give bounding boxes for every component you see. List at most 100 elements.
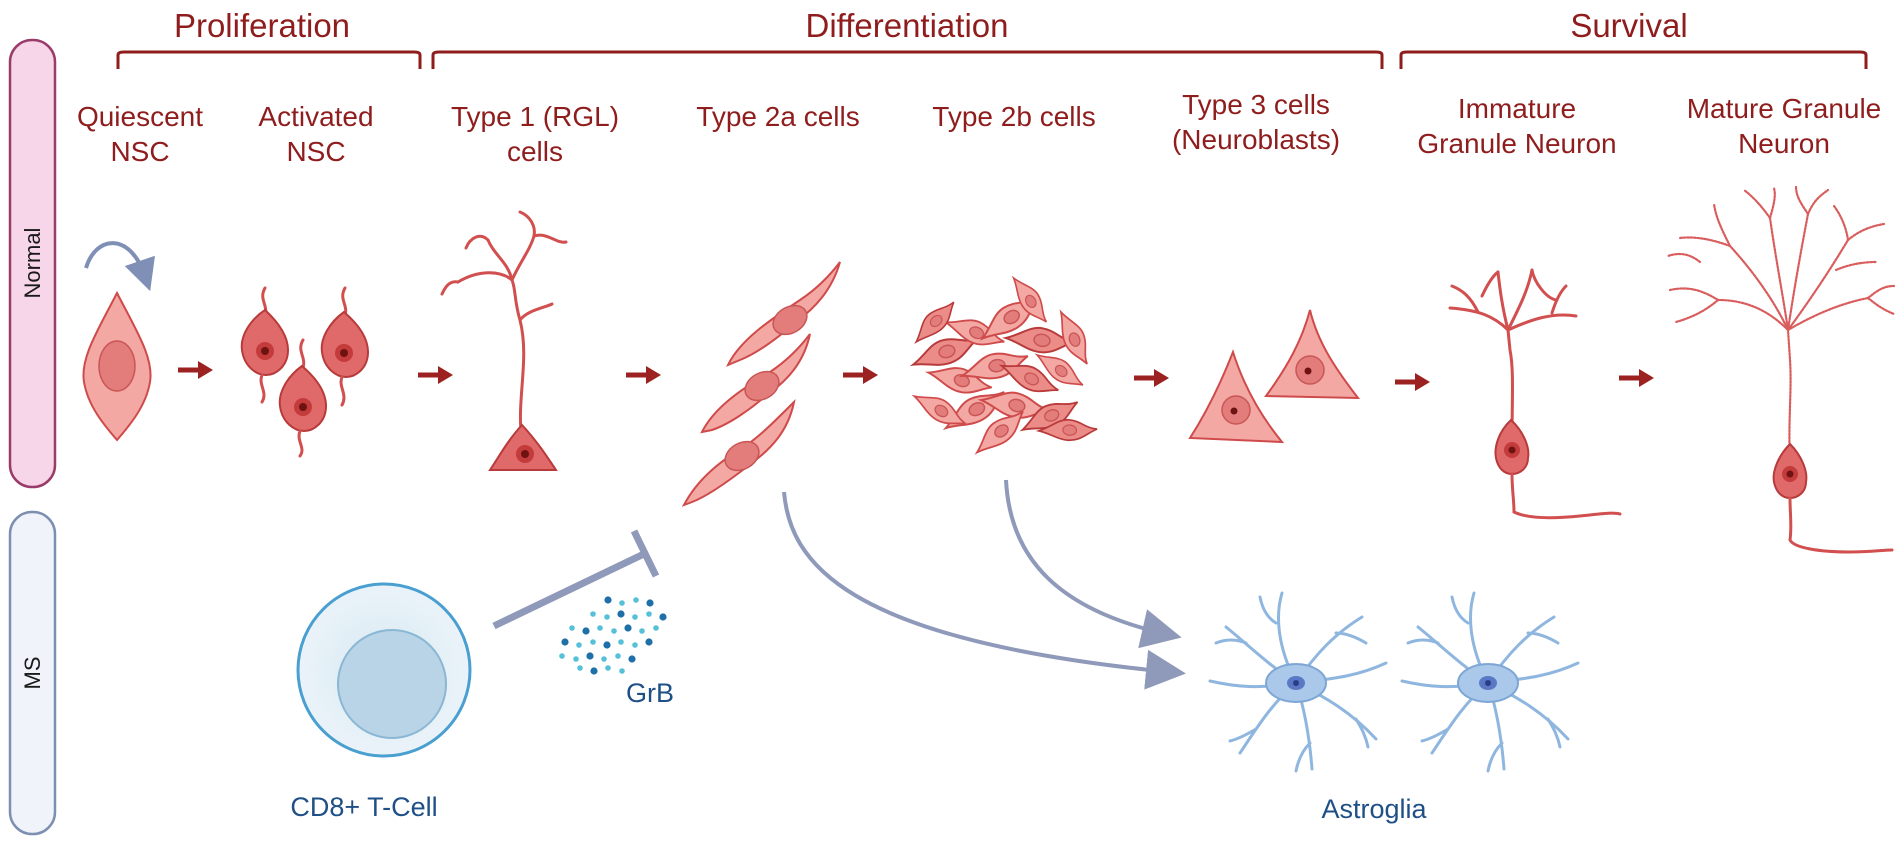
flow-arrow-icon bbox=[1004, 479, 1182, 649]
row-ms-label: MS bbox=[20, 657, 45, 690]
type2b-cell bbox=[911, 394, 967, 425]
label-astroglia: Astroglia bbox=[1321, 794, 1427, 824]
stage-labels: Quiescent NSC Activated NSC Type 1 (RGL)… bbox=[77, 89, 1881, 167]
astroglia-cell-1 bbox=[1208, 591, 1388, 773]
grb-granule bbox=[628, 655, 636, 663]
grb-granule bbox=[601, 656, 607, 662]
grb-granule bbox=[586, 652, 594, 660]
grb-granule bbox=[619, 668, 625, 674]
label-type2b: Type 2b cells bbox=[932, 101, 1095, 132]
label-cd8-t-cell: CD8+ T-Cell bbox=[290, 792, 437, 822]
label-type3-line1: Type 3 cells bbox=[1182, 89, 1330, 120]
quiescent-nsc bbox=[82, 241, 155, 442]
type3-cell-2 bbox=[1264, 309, 1361, 400]
type2b-cell bbox=[1002, 326, 1075, 354]
grb-granule bbox=[632, 614, 638, 620]
type2b-cell bbox=[958, 352, 1029, 380]
activated-nsc bbox=[240, 286, 370, 458]
grb-granule bbox=[645, 638, 653, 646]
grb-granule bbox=[605, 665, 611, 671]
progression-arrow-icon bbox=[1395, 373, 1430, 391]
grb-granule bbox=[624, 624, 632, 632]
grb-granule bbox=[597, 625, 603, 631]
type2a-cells bbox=[681, 261, 841, 507]
label-type3-line2: (Neuroblasts) bbox=[1172, 124, 1340, 155]
progression-arrow-icon bbox=[418, 366, 453, 384]
type2b-cell bbox=[914, 301, 955, 345]
grb-granule bbox=[632, 642, 638, 648]
grb-granule bbox=[561, 638, 569, 646]
grb-granule bbox=[611, 628, 617, 634]
cd8-t-cell: CD8+ T-Cell bbox=[290, 582, 472, 822]
type2b-cell bbox=[924, 367, 993, 394]
progression-arrow-icon bbox=[178, 361, 213, 379]
immature-granule-neuron bbox=[1448, 268, 1622, 520]
label-type1-line1: Type 1 (RGL) bbox=[451, 101, 619, 132]
grb-granule bbox=[576, 642, 582, 648]
grb-granule bbox=[639, 628, 645, 634]
progression-arrows bbox=[178, 361, 1654, 391]
label-grb: GrB bbox=[626, 678, 674, 708]
grb-granule bbox=[590, 611, 596, 617]
grb-granule bbox=[659, 613, 667, 621]
label-mature-line2: Neuron bbox=[1738, 128, 1830, 159]
phase-headers: Proliferation Differentiation Survival bbox=[116, 7, 1868, 69]
granzyme-b bbox=[559, 596, 667, 675]
row-normal-label: Normal bbox=[20, 228, 45, 299]
label-activated-line1: Activated bbox=[258, 101, 373, 132]
quiescent-nucleus bbox=[98, 340, 136, 392]
type2b-cell bbox=[1011, 275, 1048, 323]
inhibition-arrow-icon bbox=[492, 549, 648, 630]
row-ms-tag bbox=[8, 510, 57, 836]
type2b-cell bbox=[1035, 418, 1098, 442]
grb-granule bbox=[590, 639, 596, 645]
bracket-differentiation bbox=[431, 50, 1384, 69]
grb-granule bbox=[617, 610, 625, 618]
grb-granule bbox=[615, 653, 621, 659]
grb-granule bbox=[618, 639, 624, 645]
grb-granule bbox=[577, 665, 583, 671]
grb-granule bbox=[604, 614, 610, 620]
label-mature-line1: Mature Granule bbox=[1687, 93, 1882, 124]
t-cell-nucleus bbox=[337, 629, 447, 739]
ms-flow-arrows bbox=[492, 479, 1186, 690]
grb-granule bbox=[573, 656, 579, 662]
type2b-cell bbox=[974, 410, 1024, 455]
grb-granule bbox=[633, 597, 639, 603]
grb-granule bbox=[646, 611, 652, 617]
inhibition-bar bbox=[630, 529, 660, 578]
phase-proliferation: Proliferation bbox=[174, 7, 350, 44]
phase-survival: Survival bbox=[1570, 7, 1687, 44]
progression-arrow-icon bbox=[1619, 369, 1654, 387]
type2b-cell bbox=[1034, 353, 1084, 386]
grb-granule bbox=[569, 625, 575, 631]
type1-rgl-cell bbox=[440, 210, 568, 471]
label-quiescent-line2: NSC bbox=[110, 136, 169, 167]
astroglia-cell-2 bbox=[1400, 591, 1580, 773]
grb-granule bbox=[646, 599, 654, 607]
mature-granule-neuron bbox=[1666, 184, 1896, 554]
row-normal-tag bbox=[8, 38, 57, 489]
progression-arrow-icon bbox=[843, 366, 878, 384]
grb-granule bbox=[604, 596, 612, 604]
grb-granule bbox=[590, 667, 598, 675]
flow-arrow-icon bbox=[782, 491, 1186, 690]
cycle-arrow-icon bbox=[84, 241, 155, 292]
type2b-cell bbox=[998, 364, 1059, 393]
grb-granule bbox=[582, 627, 590, 635]
label-type1-line2: cells bbox=[507, 136, 563, 167]
label-quiescent-line1: Quiescent bbox=[77, 101, 203, 132]
label-immature-line1: Immature bbox=[1458, 93, 1576, 124]
type3-neuroblasts bbox=[1188, 309, 1361, 444]
label-immature-line2: Granule Neuron bbox=[1417, 128, 1616, 159]
grb-granule bbox=[653, 625, 659, 631]
progression-arrow-icon bbox=[1134, 369, 1169, 387]
label-type2a: Type 2a cells bbox=[696, 101, 859, 132]
progression-arrow-icon bbox=[626, 366, 661, 384]
type2b-cell bbox=[1059, 309, 1088, 365]
label-activated-line2: NSC bbox=[286, 136, 345, 167]
grb-granule bbox=[603, 641, 611, 649]
type2b-cell bbox=[942, 319, 1005, 346]
